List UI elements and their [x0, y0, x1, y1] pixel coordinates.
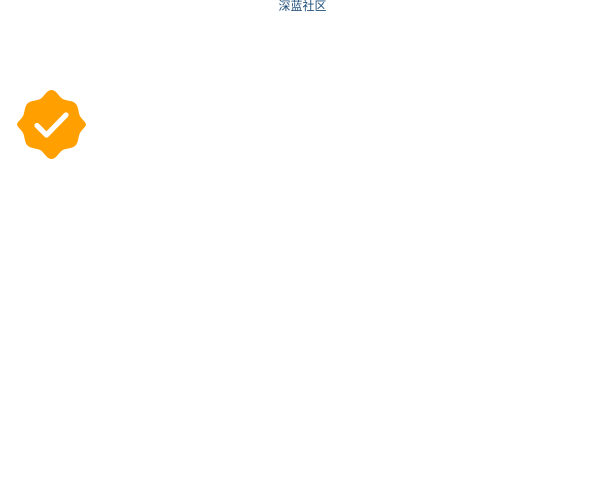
community-link[interactable]: 深蓝社区 [278, 0, 327, 13]
verified-badge-icon [17, 90, 86, 159]
verified-badge [15, 88, 88, 161]
badge-shape [17, 90, 86, 159]
check-icon [34, 112, 69, 138]
